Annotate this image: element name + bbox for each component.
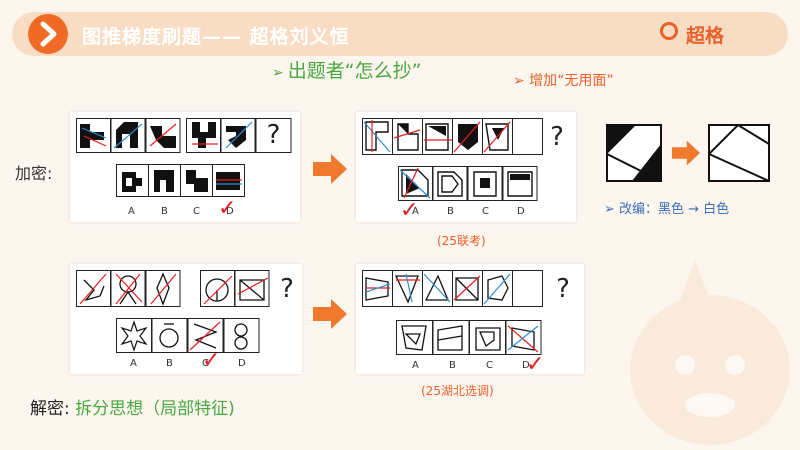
option-row-bottom-right <box>396 320 542 360</box>
option-label-c: C <box>193 206 200 217</box>
option-label-d: D <box>238 358 246 369</box>
question-row-top-right <box>362 118 572 160</box>
brand-logo-icon <box>660 22 678 40</box>
option-label-b: B <box>166 358 173 369</box>
option-label-a: A <box>128 206 135 217</box>
option-label-c: C <box>202 358 209 369</box>
option-label-a: A <box>412 360 419 371</box>
page-title: 图推梯度刷题—— 超格刘义恒 <box>82 26 350 48</box>
option-label-b: B <box>449 360 456 371</box>
correct-checkmark: ✓ <box>400 198 419 223</box>
option-label-b: B <box>161 206 168 217</box>
question-row-bottom-right <box>362 270 582 312</box>
question-row-group-1 <box>76 118 181 157</box>
option-label-d: D <box>226 206 234 217</box>
correct-checkmark: ✓ <box>202 348 221 373</box>
section-heading: ➢出题者“怎么抄” <box>272 56 421 83</box>
option-label-c: C <box>486 360 493 371</box>
question-mark: ? <box>280 274 294 304</box>
option-label-d: D <box>517 206 525 217</box>
decrypt-method: 拆分思想（局部特征) <box>75 399 235 419</box>
bullet-arrow-icon: ➢ <box>272 65 284 81</box>
option-label-a: A <box>130 358 137 369</box>
note-color-change: ➢ 改编：黑色 → 白色 <box>604 202 730 217</box>
option-label-d: D <box>522 360 530 371</box>
question-mark: ? <box>556 274 570 304</box>
option-row-top-right <box>398 166 538 206</box>
source-label-bottom: (25湖北选调) <box>421 384 494 398</box>
arrow-right-icon <box>672 140 700 166</box>
option-row-bottom-left <box>116 318 260 358</box>
correct-checkmark: ✓ <box>526 352 545 377</box>
option-label-a: A <box>412 206 419 217</box>
chevron-right-icon <box>28 14 68 54</box>
question-row-bottom-left <box>76 270 296 312</box>
decrypt-label: 解密: <box>30 399 70 419</box>
option-label-b: B <box>447 206 454 217</box>
source-label-top: (25联考) <box>437 234 486 248</box>
arrow-right-icon <box>313 154 347 184</box>
correct-checkmark: ✓ <box>218 196 237 221</box>
figure-after-white <box>708 124 770 182</box>
brand-name: 超格 <box>686 25 725 47</box>
heading-text: 出题者“怎么抄” <box>287 60 422 82</box>
decrypt-line: 解密: 拆分思想（局部特征) <box>30 394 235 419</box>
option-label-c: C <box>482 206 489 217</box>
header-bar <box>12 12 788 56</box>
option-row-top-left <box>116 164 246 201</box>
note-add-useless-face: ➢ 增加“无用面” <box>513 73 614 89</box>
mascot-watermark <box>630 260 790 445</box>
arrow-right-icon <box>313 299 347 329</box>
encrypt-label: 加密: <box>15 164 53 183</box>
question-mark: ? <box>266 120 281 150</box>
figure-before-black <box>606 124 662 182</box>
question-mark: ? <box>550 122 564 152</box>
question-row-group-2 <box>186 118 292 157</box>
